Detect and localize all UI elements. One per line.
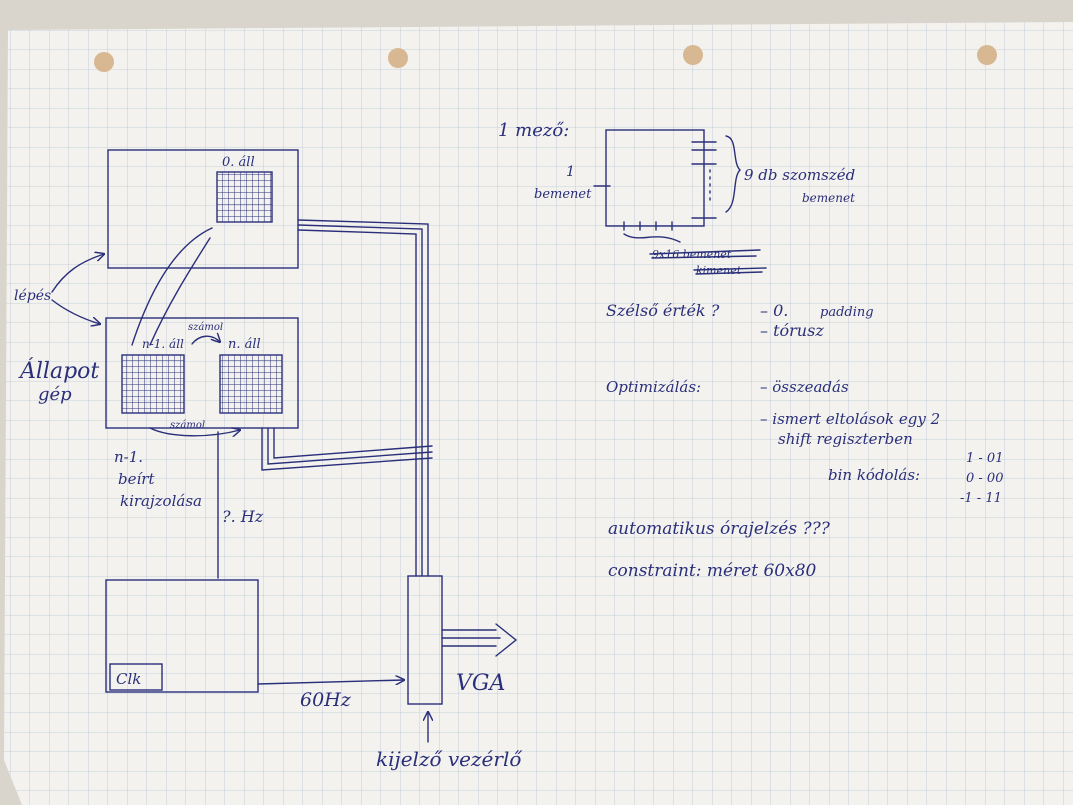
step-arrow-down	[51, 299, 100, 324]
crossed-text-2: kimenet	[696, 264, 742, 277]
edge-option-2: – tórusz	[760, 321, 824, 340]
frame-n-grid	[219, 354, 283, 414]
clock-box	[105, 579, 259, 693]
direction-label: számol	[188, 322, 223, 333]
strike-1	[649, 249, 761, 259]
count-label-1: 9 db szomszéd	[744, 166, 855, 184]
frame-prev-label: n-1. áll	[142, 337, 184, 351]
bottom-small-label: számol	[170, 420, 205, 431]
vga-output-arrow	[495, 623, 518, 657]
step-arrow-up	[51, 254, 104, 293]
constraint-line: constraint: méret 60x80	[608, 561, 817, 581]
60hz-arrow	[257, 680, 404, 684]
coding-value-3: -1 - 11	[960, 491, 1002, 506]
prev-note-3: kirajzolása	[120, 492, 202, 510]
edge-option-1-word: padding	[820, 305, 874, 320]
coding-label: bin kódolás:	[828, 466, 920, 484]
optimization-label: Optimizálás:	[606, 378, 701, 396]
frame-0-box	[107, 149, 299, 269]
count-label-2: bemenet	[802, 191, 855, 205]
clk-label: Clk	[116, 670, 141, 688]
frame-0-grid	[216, 171, 273, 223]
frame-prev-grid	[121, 354, 185, 414]
frame-0-label: 0. áll	[222, 155, 255, 170]
bus-state-vga	[273, 427, 433, 459]
vga-controller-box	[407, 575, 443, 705]
step-label: lépés	[14, 288, 51, 304]
punch-hole	[977, 45, 997, 65]
cell-right-inputs	[691, 141, 717, 219]
optimization-2a: – ismert eltolások egy 2	[760, 410, 940, 428]
auto-clock-line: automatikus órajelzés ???	[608, 519, 831, 539]
display-controller-label: kijelző vezérlő	[376, 747, 522, 771]
strike-2	[693, 267, 767, 275]
state-machine-label-2: gép	[38, 384, 72, 405]
vga-label: VGA	[456, 671, 505, 696]
freq-60-label: 60Hz	[300, 689, 352, 711]
bottom-ticks	[623, 221, 673, 231]
one-label-2: bemenet	[534, 187, 592, 202]
punch-hole	[388, 48, 408, 68]
coding-value-2: 0 - 00	[966, 471, 1003, 486]
bus-frame0-vga	[297, 224, 423, 577]
bus-state-vga	[267, 427, 433, 465]
cell-box	[605, 129, 705, 227]
bottom-brace	[623, 233, 681, 243]
edge-values-question: Szélső érték ?	[606, 301, 720, 320]
frame-n-label: n. áll	[228, 337, 261, 352]
state-machine-box	[105, 317, 299, 429]
punch-hole	[683, 45, 703, 65]
copy-arrow-2	[149, 237, 211, 346]
bottom-loop-arrow	[149, 428, 240, 436]
clk-inner-box	[109, 663, 163, 691]
brace	[725, 135, 741, 213]
crossed-text-1: 9x16 bemenet	[652, 248, 732, 261]
one-label-1: 1	[566, 164, 575, 180]
coding-value-1: 1 - 01	[966, 451, 1003, 466]
punch-holes	[94, 45, 997, 72]
vga-output-lines	[441, 629, 501, 647]
prev-note-2: beírt	[118, 470, 155, 488]
prev-note-1: n-1.	[114, 448, 143, 466]
punch-hole	[94, 52, 114, 72]
edge-option-1: – 0.	[760, 301, 788, 320]
state-machine-label-1: Állapot	[18, 357, 99, 384]
cell-title: 1 mező:	[498, 120, 569, 141]
optimization-1: – összeadás	[760, 378, 849, 396]
optimization-2b: shift regiszterben	[778, 430, 913, 448]
bus-state-vga	[261, 427, 433, 471]
shift-arrow	[191, 336, 220, 345]
copy-arrow-1	[131, 227, 213, 346]
bus-frame0-vga	[297, 229, 417, 577]
freq-unknown: ?. Hz	[222, 507, 264, 526]
